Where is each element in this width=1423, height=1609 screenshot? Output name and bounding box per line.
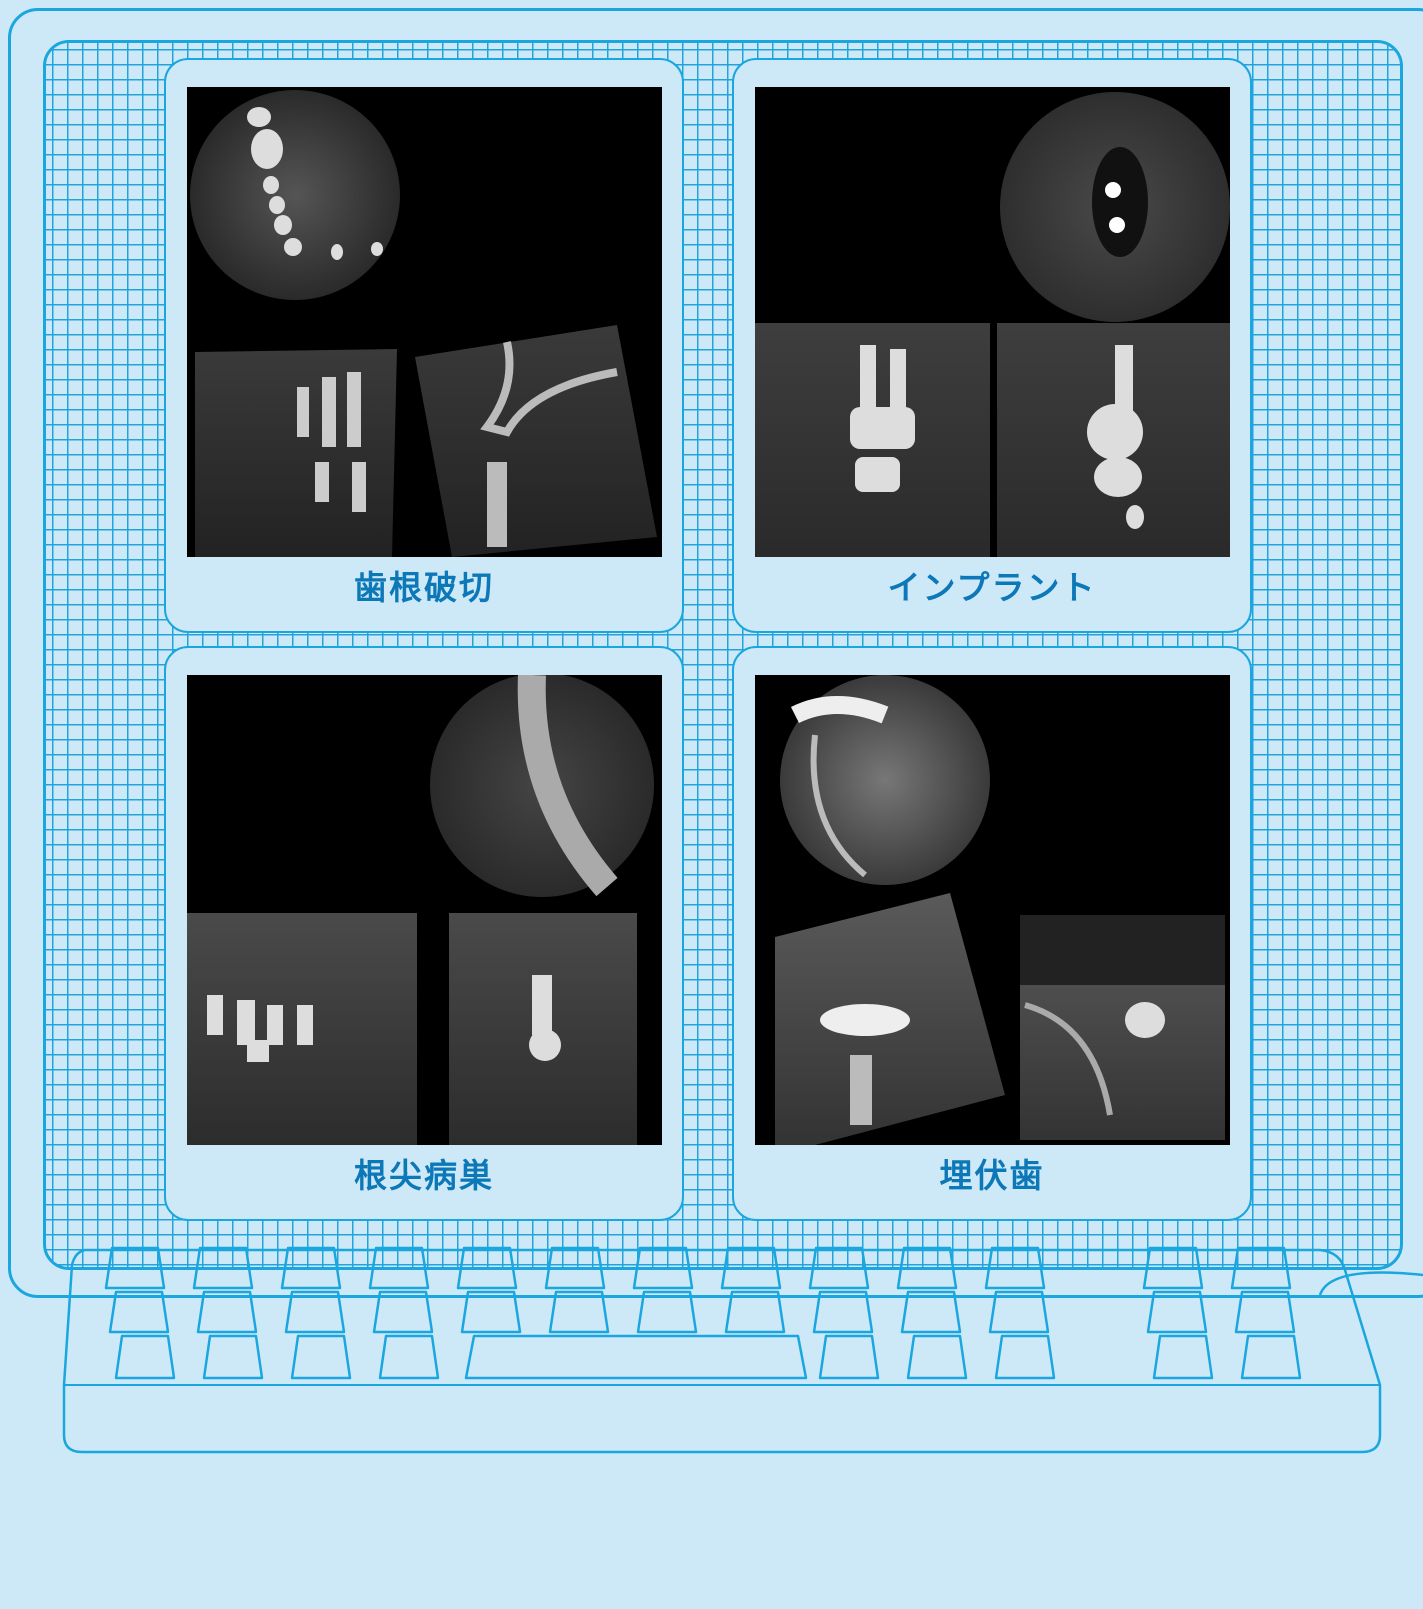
panel-impacted-tooth[interactable]: 埋伏歯 [732, 646, 1252, 1221]
ct-scan-implant [755, 92, 1230, 557]
panel-periapical-lesion[interactable]: 根尖病巣 [164, 646, 684, 1221]
panel-root-fracture[interactable]: 歯根破切 [164, 58, 684, 633]
panel-label: 歯根破切 [354, 568, 494, 607]
panel-label: インプラント [887, 568, 1097, 607]
ct-scan-root-fracture [190, 90, 657, 557]
ct-scan-image [755, 87, 1230, 557]
ct-scan-image [755, 675, 1230, 1145]
monitor-screen: 歯根破切 [43, 40, 1403, 1270]
ct-scan-image [187, 675, 662, 1145]
ct-scan-periapical-lesion [187, 675, 654, 1145]
ct-scan-image [187, 87, 662, 557]
ct-scan-impacted-tooth [775, 675, 1225, 1145]
panel-implant[interactable]: インプラント [732, 58, 1252, 633]
panel-label: 埋伏歯 [939, 1156, 1045, 1195]
keyboard-outline-icon [62, 1246, 1423, 1454]
panel-label: 根尖病巣 [354, 1156, 494, 1195]
